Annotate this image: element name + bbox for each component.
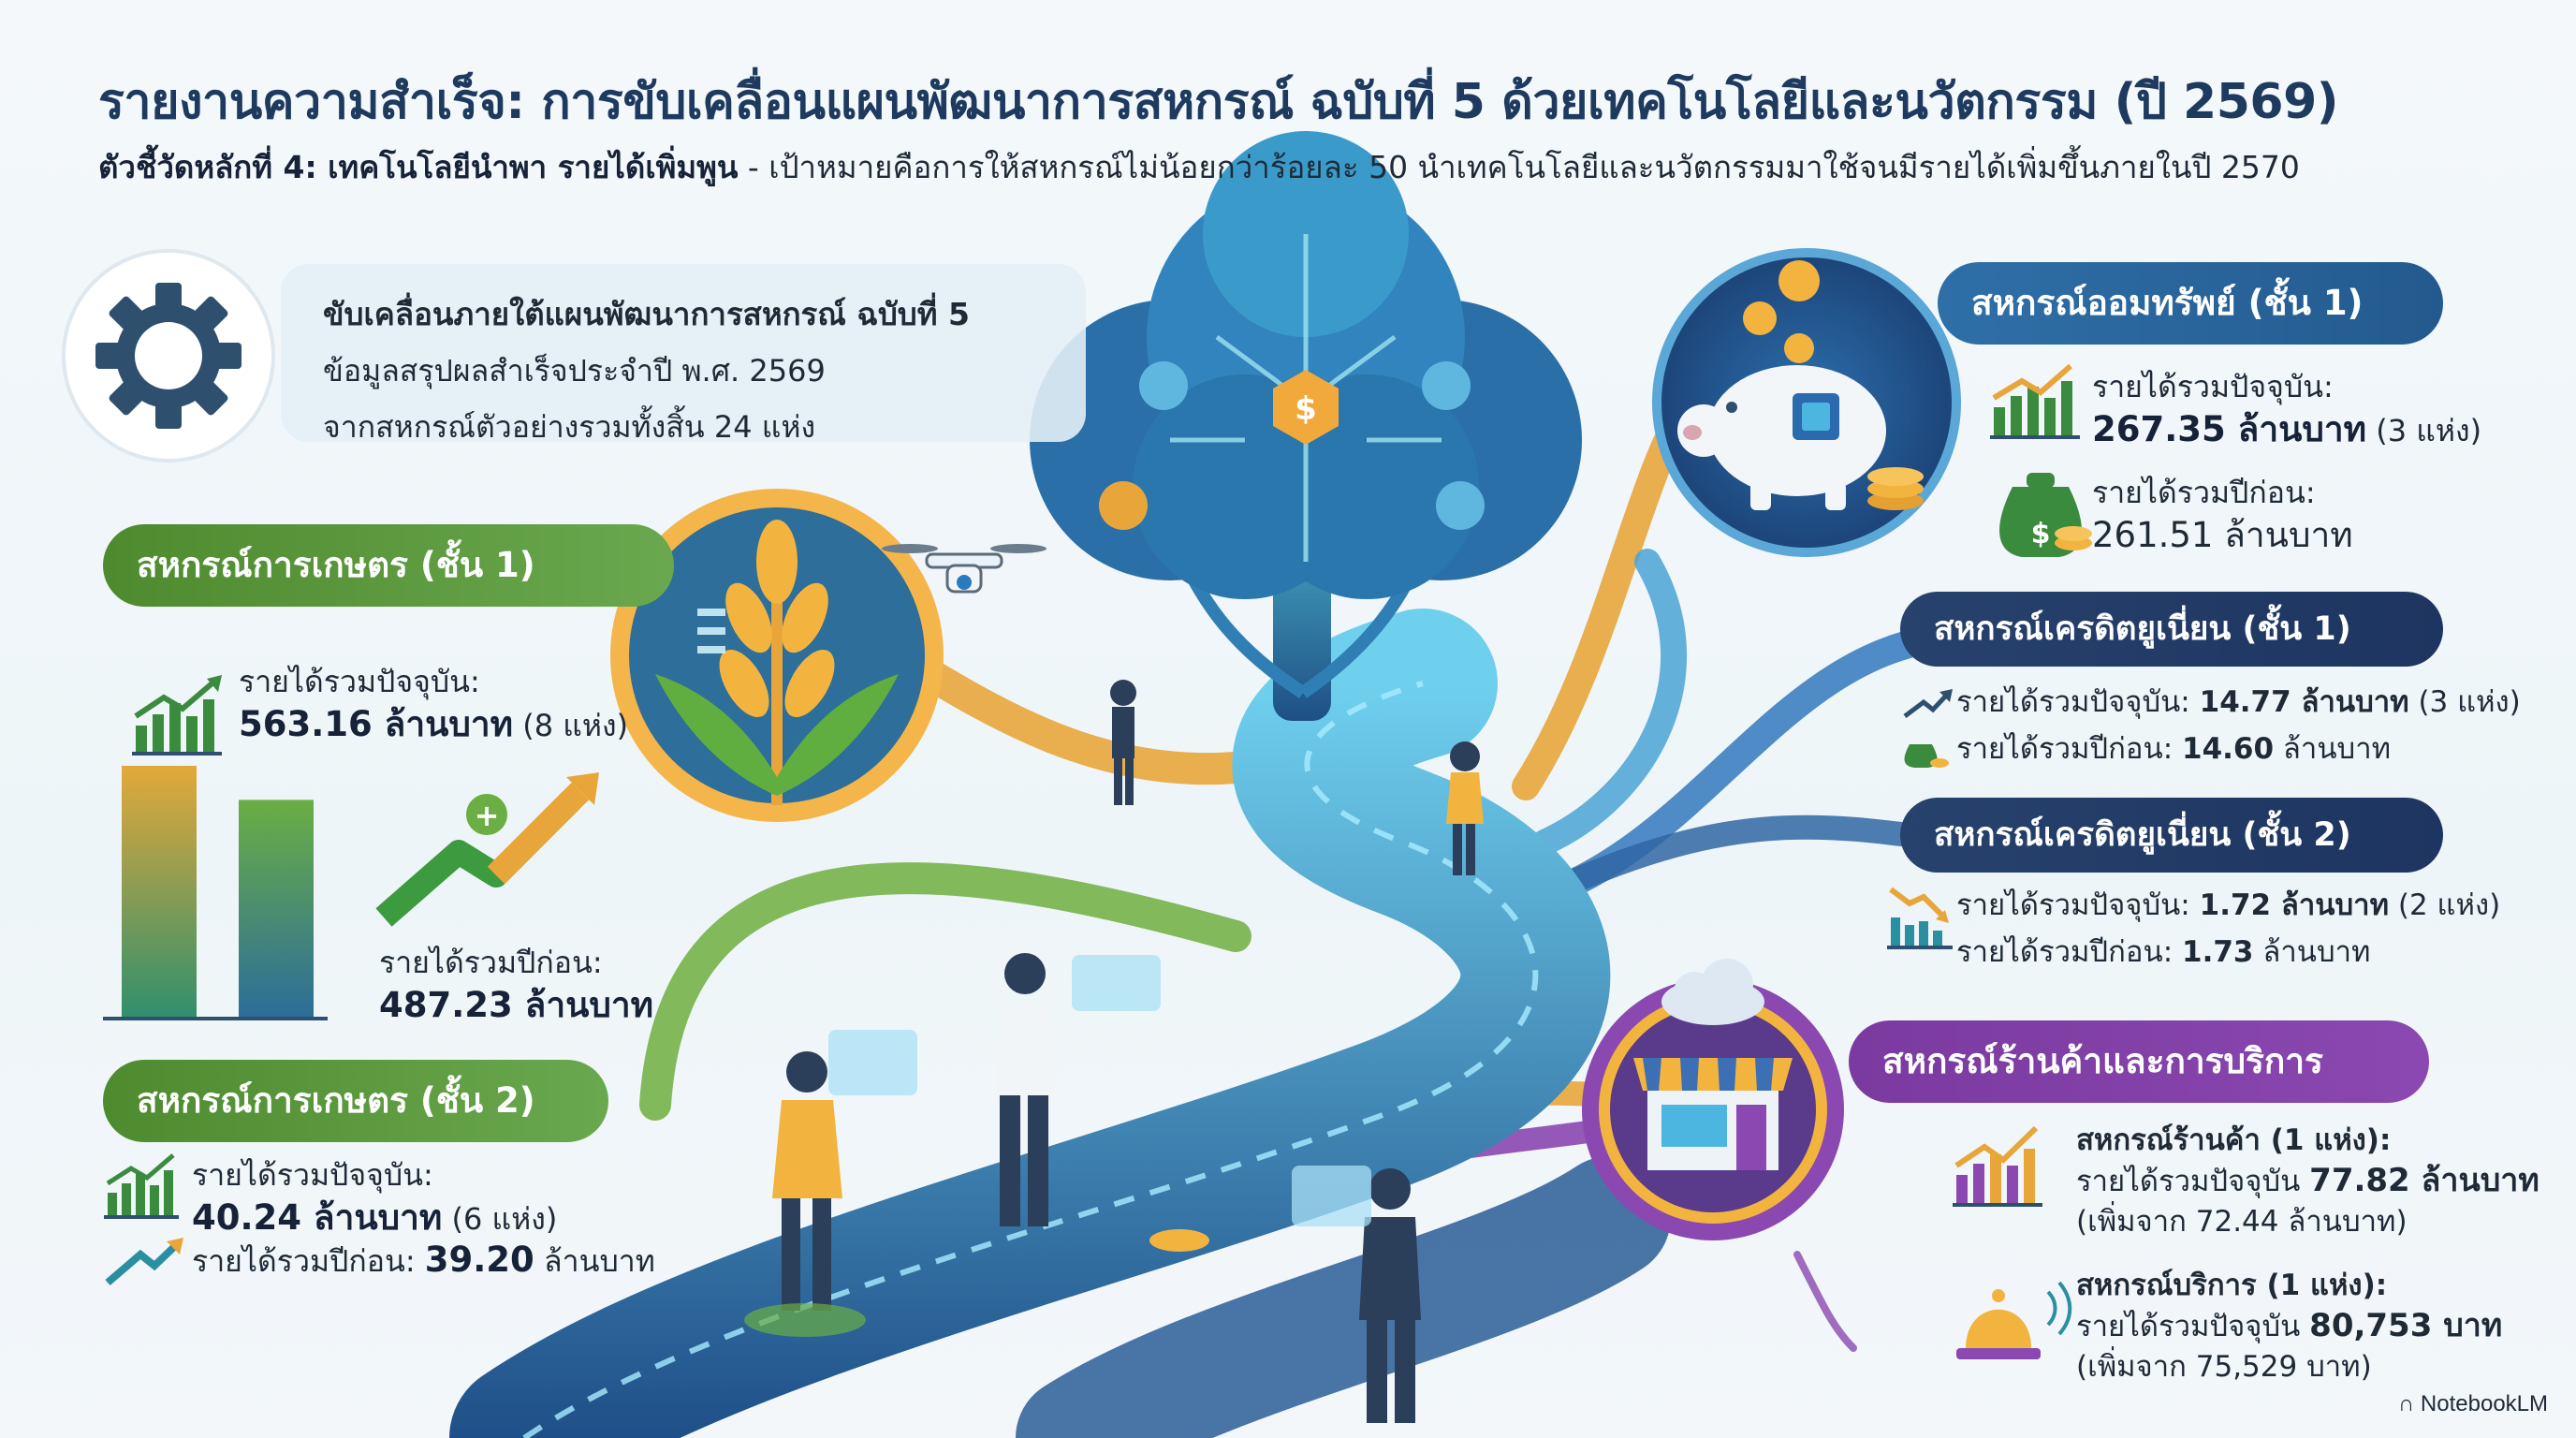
credit1-prev: รายได้รวมปีก่อน: 14.60 ล้านบาท <box>1956 726 2391 772</box>
agri2-current-value: 40.24 ล้านบาท <box>192 1197 443 1238</box>
svg-text:$: $ <box>2031 518 2051 550</box>
agri1-current-value: 563.16 ล้านบาท <box>239 704 514 744</box>
credit2-prev-unit: ล้านบาท <box>2253 935 2371 969</box>
trend-down-icon <box>1887 887 1953 949</box>
credit2-prev: รายได้รวมปีก่อน: 1.73 ล้านบาท <box>1956 929 2370 976</box>
agri1-current-count: (8 แห่ง) <box>513 708 629 743</box>
intro-block: ขับเคลื่อนภายใต้แผนพัฒนาการสหกรณ์ ฉบับที… <box>323 286 970 455</box>
credit2-pill: สหกรณ์เครดิตยูเนี่ยน (ชั้น 2) <box>1900 798 2443 873</box>
agri2-prev-unit: ล้านบาท <box>534 1243 655 1279</box>
agri2-current: รายได้รวมปัจจุบัน: 40.24 ล้านบาท (6 แห่ง… <box>192 1153 557 1240</box>
intro-line-1: ข้อมูลสรุปผลสำเร็จประจำปี พ.ศ. 2569 <box>323 353 826 389</box>
shop-store-current-value: 77.82 ล้านบาท <box>2309 1162 2539 1199</box>
wheat-icon <box>655 520 899 805</box>
shop-service-from: (เพิ่มจาก 75,529 บาท) <box>2076 1350 2372 1384</box>
store-trend-up-icon <box>1953 1125 2042 1207</box>
credit1-current-label: รายได้รวมปัจจุบัน: <box>1956 685 2200 719</box>
agri2-current-label: รายได้รวมปัจจุบัน: <box>192 1157 433 1193</box>
credit2-prev-label: รายได้รวมปีก่อน: <box>1956 935 2182 969</box>
service-bell-icon <box>1956 1281 2072 1359</box>
savings-current-count: (3 แห่ง) <box>2366 413 2482 448</box>
agri1-bar-previous <box>239 800 314 1019</box>
agri2-current-count: (6 แห่ง) <box>442 1201 558 1237</box>
credit1-money-bag-icon <box>1904 744 1949 768</box>
agri1-prev: รายได้รวมปีก่อน: 487.23 ล้านบาท <box>379 941 653 1027</box>
trend-up-icon: + <box>375 772 599 927</box>
drone-icon <box>882 544 1046 594</box>
agri1-current-label: รายได้รวมปัจจุบัน: <box>239 664 480 699</box>
notebooklm-logo-icon: ∩ <box>2398 1391 2421 1416</box>
money-bag-icon: $ <box>1999 473 2092 557</box>
credit2-current-label: รายได้รวมปัจจุบัน: <box>1956 888 2200 922</box>
person-man-right-figure <box>1359 1168 1421 1423</box>
person-woman-tablet-figure <box>1446 741 1484 875</box>
svg-text:+: + <box>475 798 500 833</box>
agri1-pill: สหกรณ์การเกษตร (ชั้น 1) <box>103 524 674 607</box>
credit1-prev-value: 14.60 <box>2182 732 2275 766</box>
shop-service-current-value: 80,753 บาท <box>2309 1307 2503 1344</box>
gear-icon <box>95 283 242 429</box>
agri1-bar-current <box>122 766 197 1019</box>
agri2-prev-trend-icon <box>105 1238 183 1286</box>
agri1-prev-label: รายได้รวมปีก่อน: <box>379 945 603 980</box>
agri1-trend-up-icon <box>132 675 222 756</box>
agri2-pill: สหกรณ์การเกษตร (ชั้น 2) <box>103 1060 608 1142</box>
brand-label: ∩ NotebookLM <box>2398 1391 2548 1417</box>
cloud-icon <box>1661 959 1764 1025</box>
person-man-figure <box>994 953 1056 1226</box>
tree-icon: $ <box>1030 131 1582 721</box>
savings-trend-up-icon <box>1990 363 2080 439</box>
credit2-current-count: (2 แห่ง) <box>2389 888 2501 922</box>
coin-icon <box>1743 260 1924 510</box>
credit1-prev-unit: ล้านบาท <box>2274 732 2392 766</box>
page-subtitle: ตัวชี้วัดหลักที่ 4: เทคโนโลยีนำพา รายได้… <box>98 142 2300 192</box>
svg-text:$: $ <box>1295 390 1317 428</box>
shop-service-current-label: รายได้รวมปัจจุบัน <box>2076 1310 2310 1343</box>
credit2-current: รายได้รวมปัจจุบัน: 1.72 ล้านบาท (2 แห่ง) <box>1956 882 2500 929</box>
savings-current-label: รายได้รวมปัจจุบัน: <box>2092 369 2334 404</box>
piggy-bank-icon <box>1677 365 1886 510</box>
credit1-pill: สหกรณ์เครดิตยูเนี่ยน (ชั้น 1) <box>1900 592 2443 667</box>
savings-current-value: 267.35 ล้านบาท <box>2092 409 2367 449</box>
page-title: รายงานความสำเร็จ: การขับเคลื่อนแผนพัฒนาก… <box>98 74 2339 130</box>
intro-line-2: จากสหกรณ์ตัวอย่างรวมทั้งสิ้น 24 แห่ง <box>323 409 816 445</box>
agri2-prev: รายได้รวมปีก่อน: 39.20 ล้านบาท <box>192 1239 655 1283</box>
credit1-current-value: 14.77 ล้านบาท <box>2199 685 2409 719</box>
savings-prev: รายได้รวมปีก่อน: 261.51 ล้านบาท <box>2092 471 2353 557</box>
credit2-prev-value: 1.73 <box>2182 935 2254 969</box>
intro-heading: ขับเคลื่อนภายใต้แผนพัฒนาการสหกรณ์ ฉบับที… <box>323 296 970 332</box>
shop-pill: สหกรณ์ร้านค้าและการบริการ <box>1849 1020 2429 1103</box>
credit2-current-value: 1.72 ล้านบาท <box>2199 888 2390 922</box>
credit1-trend-up-icon <box>1903 689 1953 718</box>
agri2-prev-value: 39.20 <box>424 1240 534 1280</box>
agri2-trend-up-icon <box>104 1153 179 1219</box>
person-top-figure <box>1110 680 1136 805</box>
savings-prev-label: รายได้รวมปีก่อน: <box>2092 475 2316 510</box>
shop-store: สหกรณ์ร้านค้า (1 แห่ง): รายได้รวมปัจจุบั… <box>2076 1121 2539 1242</box>
savings-pill: สหกรณ์ออมทรัพย์ (ชั้น 1) <box>1938 262 2443 345</box>
shop-store-current-label: รายได้รวมปัจจุบัน <box>2076 1165 2310 1198</box>
savings-prev-value: 261.51 ล้านบาท <box>2092 515 2353 555</box>
credit1-current-count: (3 แห่ง) <box>2408 685 2521 719</box>
store-icon <box>1633 1058 1793 1170</box>
agri2-prev-label: รายได้รวมปีก่อน: <box>192 1243 425 1279</box>
shop-service: สหกรณ์บริการ (1 แห่ง): รายได้รวมปัจจุบัน… <box>2076 1266 2502 1387</box>
agri1-current: รายได้รวมปัจจุบัน: 563.16 ล้านบาท (8 แห่… <box>239 660 628 747</box>
agri1-bar-chart <box>122 766 314 1019</box>
savings-current: รายได้รวมปัจจุบัน: 267.35 ล้านบาท (3 แห่… <box>2092 365 2481 452</box>
agri1-prev-value: 487.23 ล้านบาท <box>379 985 654 1025</box>
subtitle-goal: - เป้าหมายคือการให้สหกรณ์ไม่น้อยกว่าร้อย… <box>738 149 2300 185</box>
shop-store-from: (เพิ่มจาก 72.44 ล้านบาท) <box>2076 1205 2408 1239</box>
subtitle-kpi: ตัวชี้วัดหลักที่ 4: เทคโนโลยีนำพา รายได้… <box>98 149 739 185</box>
brand-text: NotebookLM <box>2420 1391 2548 1416</box>
shop-store-title: สหกรณ์ร้านค้า (1 แห่ง): <box>2076 1123 2392 1157</box>
credit1-current: รายได้รวมปัจจุบัน: 14.77 ล้านบาท (3 แห่ง… <box>1956 679 2521 726</box>
credit1-prev-label: รายได้รวมปีก่อน: <box>1956 732 2182 766</box>
person-woman-figure <box>744 1051 866 1337</box>
shop-service-title: สหกรณ์บริการ (1 แห่ง): <box>2076 1269 2388 1302</box>
